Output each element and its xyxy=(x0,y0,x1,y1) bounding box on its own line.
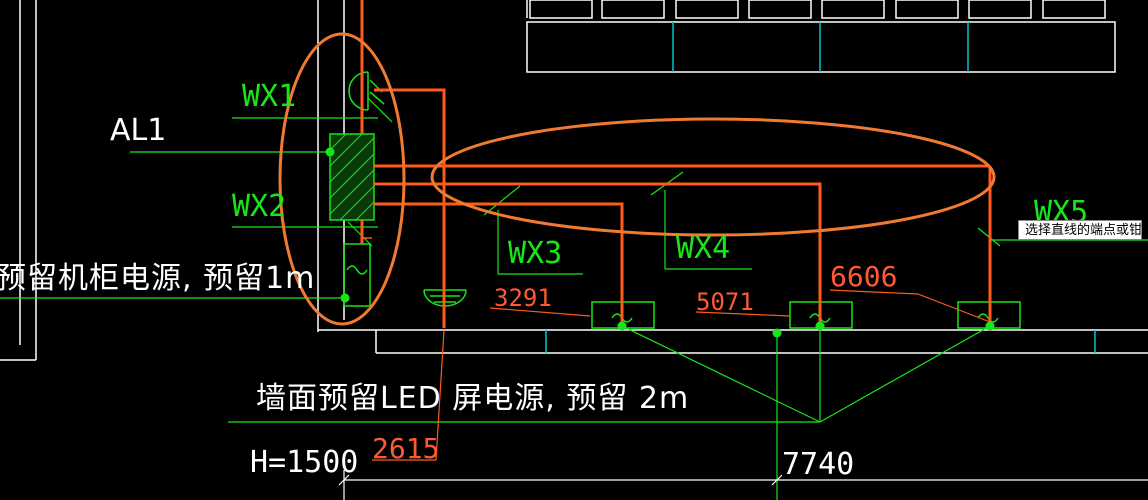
length-label-3291: 3291 xyxy=(494,284,552,312)
orange-dimension-leaders xyxy=(372,289,991,461)
label-al1: AL1 xyxy=(110,113,166,148)
height-note: H=1500 xyxy=(250,445,358,480)
dimension-7740: 7740 xyxy=(782,447,854,482)
connection-dots xyxy=(325,147,995,338)
green-leaders xyxy=(0,97,1148,500)
cabinet-power-note: 预留机柜电源, 预留1m xyxy=(0,261,315,296)
length-label-2615: 2615 xyxy=(372,432,439,465)
label-wx4: WX4 xyxy=(676,231,730,266)
distribution-box-al1[interactable] xyxy=(329,133,375,221)
label-wx1: WX1 xyxy=(242,79,296,114)
cabinet-outlet-symbol[interactable] xyxy=(343,237,372,307)
length-label-5071: 5071 xyxy=(696,288,754,316)
top-cabinet-dividers xyxy=(672,22,969,72)
highlight-ellipses xyxy=(278,32,996,326)
highlight-ellipse-horizontal xyxy=(430,117,996,237)
command-tooltip: 选择直线的端点或钳 xyxy=(1018,220,1142,240)
orange-wiring[interactable] xyxy=(360,0,992,328)
label-wx2: WX2 xyxy=(232,189,286,224)
highlight-ellipse-vertical xyxy=(278,32,406,326)
wall-outlines xyxy=(0,0,1148,361)
wall-led-power-note: 墙面预留LED 屏电源, 预留 2m xyxy=(256,381,689,416)
length-label-6606: 6606 xyxy=(830,260,897,293)
dimension-line xyxy=(338,470,1148,500)
label-wx3: WX3 xyxy=(508,236,562,271)
top-cabinets xyxy=(526,0,1116,73)
floor-strip xyxy=(545,330,1096,353)
